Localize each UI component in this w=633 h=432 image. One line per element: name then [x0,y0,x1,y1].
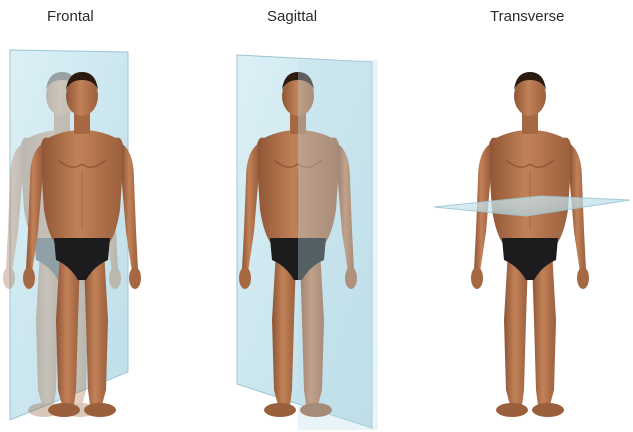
transverse-figure [471,72,589,417]
transverse-plane [434,196,630,216]
transverse-figure-group [434,72,630,417]
sagittal-figure-group [237,55,378,430]
frontal-figure-group [3,50,141,420]
